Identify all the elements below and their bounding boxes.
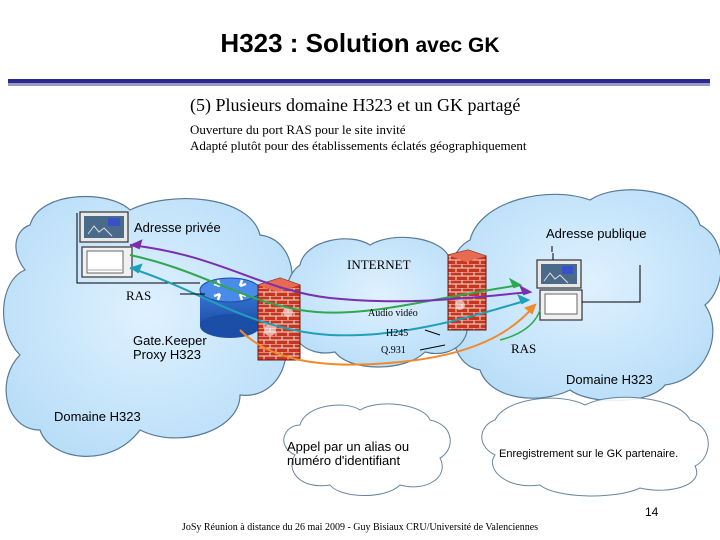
ras-left-label: RAS [126, 288, 152, 303]
left-domain-cloud [2, 195, 293, 457]
left-workstation-icon [79, 211, 133, 278]
call-alias-line2: numéro d'identifiant [287, 453, 401, 468]
registration-label: Enregistrement sur le GK partenaire. [499, 448, 679, 460]
left-address-label: Adresse privée [134, 220, 221, 235]
slide-subtitle: (5) Plusieurs domaine H323 et un GK part… [190, 95, 521, 115]
slide-title: H323 : Solution avec GK [0, 28, 720, 59]
flow-ras [129, 254, 523, 314]
ras-right-label: RAS [511, 341, 537, 356]
slide-title-main: H323 : Solution [220, 28, 410, 58]
call-alias-cloud [283, 403, 451, 496]
gatekeeper-router-icon [199, 277, 261, 338]
registration-cloud [481, 396, 709, 497]
note-ras-port: Ouverture du port RAS pour le site invit… [190, 122, 406, 137]
flow-audio-video [129, 239, 533, 303]
right-lan-line [552, 253, 641, 303]
gatekeeper-label-line2: Proxy H323 [133, 347, 201, 362]
right-workstation-icon [536, 259, 583, 321]
left-lan-line [76, 213, 200, 284]
right-domain-label: Domaine H323 [566, 372, 653, 387]
left-firewall-icon [257, 277, 301, 361]
slide-footer: JoSy Réunion à distance du 26 mai 2009 -… [181, 522, 539, 533]
title-rule-shadow [8, 83, 710, 86]
note-distributed-sites: Adapté plutôt pour des établissements éc… [190, 138, 527, 153]
gatekeeper-label-line1: Gate.Keeper [133, 333, 207, 348]
audio-video-label: Audio vidéo [368, 308, 418, 319]
page-number: 14 [645, 505, 659, 519]
flow-h245 [129, 263, 531, 337]
call-alias-label: Appel par un alias ou numéro d'identifia… [287, 440, 409, 468]
gatekeeper-label: Gate.Keeper Proxy H323 [133, 334, 207, 362]
flow-q931 [239, 303, 537, 366]
title-rule [8, 79, 710, 83]
left-domain-label: Domaine H323 [54, 409, 141, 424]
right-address-label: Adresse publique [546, 226, 647, 241]
flow-right-ras [499, 309, 541, 341]
slide-title-rest: avec GK [409, 34, 500, 57]
internet-label: INTERNET [347, 257, 411, 272]
h245-label: H245 [386, 328, 409, 339]
call-alias-line1: Appel par un alias ou [287, 439, 410, 454]
q931-label: Q.931 [381, 345, 406, 356]
right-firewall-icon [447, 249, 487, 331]
protocol-leaders [419, 329, 446, 351]
